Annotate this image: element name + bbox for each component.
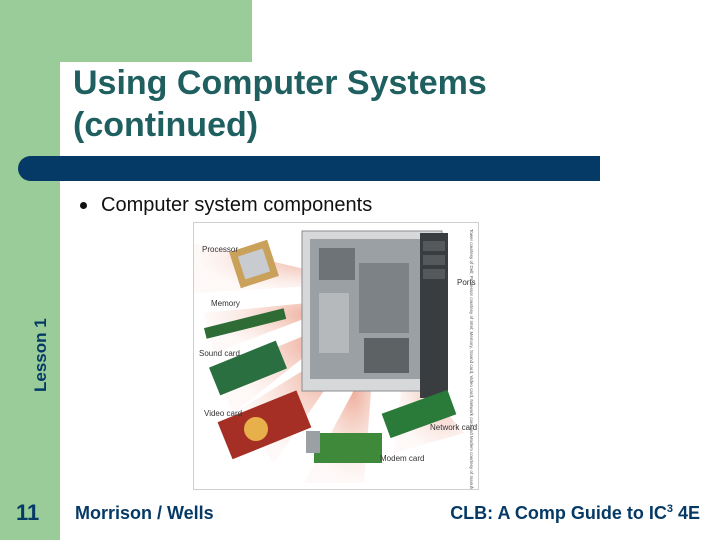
footer-book-title: CLB: A Comp Guide to IC3 4E <box>450 503 700 524</box>
footer-authors: Morrison / Wells <box>75 503 214 523</box>
label-modem-card: Modem card <box>380 454 425 463</box>
label-processor: Processor <box>202 245 239 254</box>
label-ports: Ports <box>457 278 476 287</box>
label-sound-card: Sound card <box>199 349 240 358</box>
label-video-card: Video card <box>204 409 243 418</box>
label-network-card: Network card <box>430 423 478 432</box>
modem-card-board <box>314 433 382 463</box>
components-illustration <box>194 230 464 483</box>
sound-card-board <box>209 340 287 396</box>
memory-module <box>204 308 287 339</box>
lesson-side-label: Lesson 1 <box>31 318 50 392</box>
network-card-board <box>381 389 457 439</box>
top-green-block <box>60 0 252 62</box>
slide-title-line-2: (continued) <box>73 106 259 144</box>
footer-book-title-suffix: 4E <box>672 503 700 523</box>
footer-book-title-prefix: CLB: A Comp Guide to IC <box>450 503 667 523</box>
bullet-dot-icon <box>80 201 87 209</box>
bullet-item: Computer system components <box>80 192 372 218</box>
computer-components-figure: Processor Memory Sound card Video card P… <box>193 222 479 490</box>
slide-title-line-1: Using Computer Systems <box>73 64 487 102</box>
label-memory: Memory <box>211 299 240 308</box>
footer-book-title-superscript: 3 <box>666 503 673 515</box>
slide-title: Using Computer Systems (continued) <box>73 62 673 146</box>
figure-credit: Tower courtesy of Dell; Processor courte… <box>469 229 474 490</box>
page-number: 11 <box>16 500 40 525</box>
title-underline-bar <box>18 156 600 181</box>
bullet-text: Computer system components <box>101 193 373 216</box>
left-green-band <box>0 0 60 540</box>
